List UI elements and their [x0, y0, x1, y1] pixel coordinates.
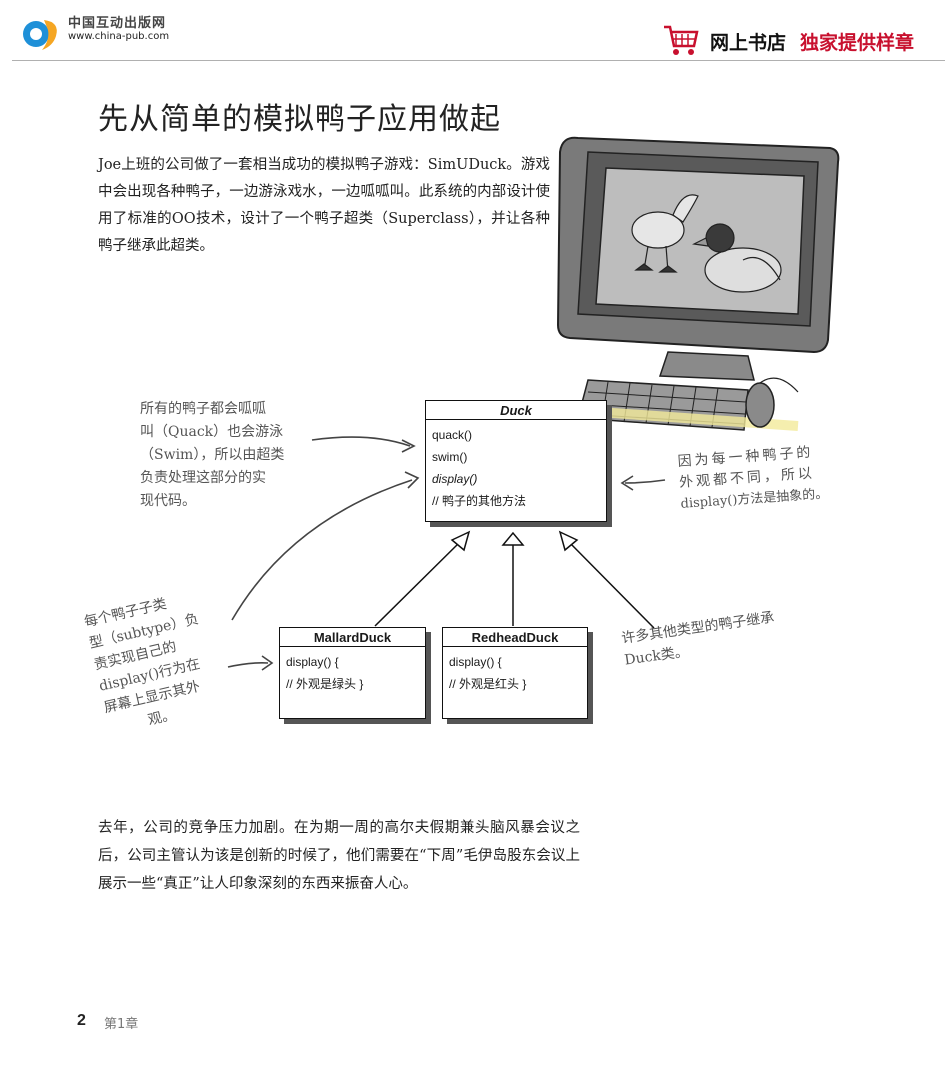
header-divider: [12, 60, 945, 61]
uml-class-mallard-duck: MallardDuck display() { // 外观是绿头 }: [279, 627, 426, 719]
annotation-display-abstract: 因为每一种鸭子的 外观都不同，所以 display()方法是抽象的。: [677, 440, 853, 515]
store-name[interactable]: 网上书店: [710, 32, 787, 54]
annotation-common-behavior: 所有的鸭子都会呱呱 叫（Quack）也会游泳 （Swim），所以由超类 负责处理…: [140, 398, 300, 513]
inherit-arrowhead-1: [450, 530, 471, 552]
chapter-label: 第1章: [104, 1017, 139, 1032]
annotation-subtype-display: 每个鸭子子类 型（subtype）负 责实现自己的 display()行为在 屏…: [82, 578, 258, 740]
annotation-line: 所有的鸭子都会呱呱: [140, 401, 266, 417]
mallard-class-name: MallardDuck: [280, 628, 425, 647]
mallard-method-comment: // 外观是绿头 }: [286, 677, 364, 691]
redhead-method-display: display() {: [449, 655, 502, 669]
note-common-arrow-1: [311, 436, 411, 447]
uml-class-duck: Duck quack() swim() display() // 鸭子的其他方法: [425, 400, 607, 522]
annotation-line: 负责处理这部分的实: [140, 470, 266, 486]
page-number: 2: [77, 1012, 86, 1029]
computer-monitor-illustration: [556, 136, 840, 431]
china-pub-logo-icon[interactable]: [20, 14, 64, 54]
shopping-cart-icon[interactable]: [662, 24, 700, 58]
logo-chinese-name: 中国互动出版网: [68, 16, 167, 31]
annotation-line: 叫（Quack）也会游泳: [140, 424, 284, 440]
duck-method-other: // 鸭子的其他方法: [432, 494, 527, 508]
header-bar: [0, 0, 945, 60]
intro-paragraph: Joe上班的公司做了一套相当成功的模拟鸭子游戏：SimUDuck。游戏中会出现各…: [98, 157, 550, 254]
logo-url[interactable]: www.china-pub.com: [68, 31, 170, 42]
duck-method-swim: swim(): [432, 450, 468, 464]
duck-method-display: display(): [432, 472, 478, 486]
uml-class-redhead-duck: RedheadDuck display() { // 外观是红头 }: [442, 627, 588, 719]
closing-paragraph: 去年，公司的竞争压力加剧。在为期一周的高尔夫假期兼头脑风暴会议之后，公司主管认为…: [98, 820, 580, 892]
duck-method-quack: quack(): [432, 428, 473, 442]
inherit-arrowhead-2: [501, 531, 525, 546]
annotation-line: 现代码。: [140, 493, 196, 509]
others-inherits-line: [566, 539, 655, 629]
duck-class-name: Duck: [426, 401, 606, 420]
inherit-arrowhead-3: [558, 530, 579, 552]
mallard-method-display: display() {: [286, 655, 339, 669]
page-title: 先从简单的模拟鸭子应用做起: [98, 102, 501, 137]
note-display-arrow: [624, 479, 666, 484]
redhead-class-name: RedheadDuck: [443, 628, 587, 647]
mallard-inherits-line: [374, 539, 463, 627]
redhead-method-comment: // 外观是红头 }: [449, 677, 527, 691]
store-tagline: 独家提供样章: [800, 32, 915, 54]
annotation-line: （Swim），所以由超类: [140, 447, 285, 463]
annotation-other-ducks: 许多其他类型的鸭子继承 Duck类。: [620, 598, 839, 671]
